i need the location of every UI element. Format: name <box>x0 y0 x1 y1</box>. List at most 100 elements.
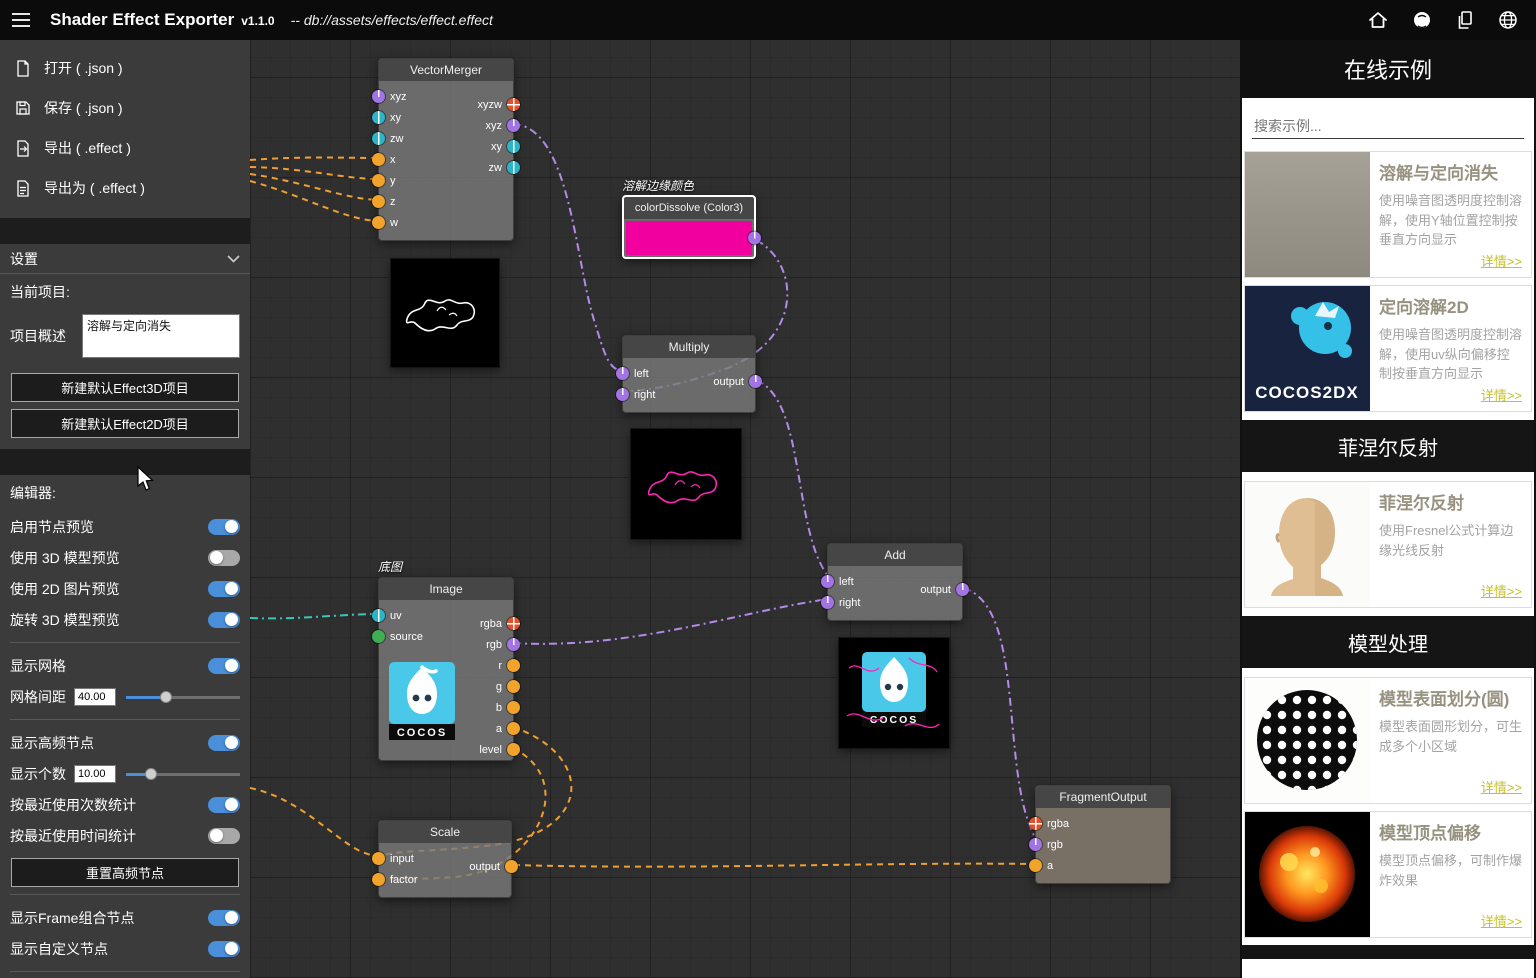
port-in-left[interactable] <box>616 367 629 380</box>
example-thumbnail-dotted-sphere[interactable] <box>1245 678 1370 803</box>
show-count-slider[interactable] <box>126 767 240 781</box>
wire-edge-to-scale-input[interactable] <box>250 788 378 857</box>
export-as-effect-button[interactable]: 导出为 ( .effect ) <box>0 168 250 208</box>
port-in-zw[interactable] <box>372 132 385 145</box>
example-card[interactable]: 模型表面划分(圆) 模型表面圆形划分，可生成多个小区域 详情>> <box>1244 677 1532 804</box>
globe-icon[interactable] <box>1498 10 1518 30</box>
open-json-button[interactable]: 打开 ( .json ) <box>0 48 250 88</box>
example-details-link[interactable]: 详情>> <box>1481 581 1522 600</box>
port-out-b[interactable] <box>507 701 520 714</box>
port-out-output[interactable] <box>749 375 762 388</box>
node-canvas[interactable]: VectorMerger xyz xy zw x y z w xyzw xyz … <box>250 40 1240 978</box>
github-icon[interactable] <box>1412 10 1432 30</box>
wire-edge-to-vm-z[interactable] <box>250 174 378 200</box>
wire-multiply-to-add-left[interactable] <box>756 380 828 576</box>
new-effect2d-button[interactable]: 新建默认Effect2D项目 <box>11 409 239 438</box>
show-frame-nodes-toggle[interactable] <box>208 910 240 926</box>
node-title-scale[interactable]: Scale <box>379 821 511 843</box>
node-add[interactable]: Add left right output <box>827 543 963 621</box>
search-input[interactable] <box>1252 114 1524 139</box>
port-in-xy[interactable] <box>372 111 385 124</box>
port-out-color[interactable] <box>748 232 761 245</box>
example-thumbnail-fireball[interactable] <box>1245 812 1370 937</box>
port-out-zw[interactable] <box>507 161 520 174</box>
show-custom-nodes-toggle[interactable] <box>208 941 240 957</box>
section-header-model[interactable]: 模型处理 <box>1242 616 1534 668</box>
show-hot-nodes-toggle[interactable] <box>208 735 240 751</box>
node-fragmentoutput[interactable]: FragmentOutput rgba rgb a <box>1035 785 1171 884</box>
wire-edge-to-image-uv[interactable] <box>250 614 378 618</box>
example-thumbnail-cocos2dx[interactable]: COCOS2DX <box>1245 286 1370 411</box>
stat-by-time-toggle[interactable] <box>208 828 240 844</box>
port-in-a[interactable] <box>1029 859 1042 872</box>
reset-hot-nodes-button[interactable]: 重置高频节点 <box>11 858 239 887</box>
node-vectormerger[interactable]: VectorMerger xyz xy zw x y z w xyzw xyz … <box>378 58 514 241</box>
example-thumbnail-fresnel-head[interactable] <box>1245 482 1370 607</box>
wire-edge-to-vm-w[interactable] <box>250 181 378 221</box>
node-title-colordissolve[interactable]: colorDissolve (Color3) <box>624 197 754 219</box>
wire-add-to-fragment-rgb[interactable] <box>963 588 1037 841</box>
port-out-rgba[interactable] <box>507 617 520 630</box>
show-count-input[interactable] <box>74 765 116 783</box>
example-details-link[interactable]: 详情>> <box>1481 777 1522 796</box>
port-out-a[interactable] <box>507 722 520 735</box>
port-in-rgba[interactable] <box>1029 817 1042 830</box>
copy-icon[interactable] <box>1456 10 1474 30</box>
wire-edge-to-vm-x[interactable] <box>250 158 378 161</box>
wire-image-rgb-to-add-right[interactable] <box>513 599 828 644</box>
project-desc-input[interactable]: 溶解与定向消失 <box>82 314 240 358</box>
port-in-rgb[interactable] <box>1029 838 1042 851</box>
node-scale[interactable]: Scale input factor output <box>378 820 512 898</box>
example-thumbnail-dissolve[interactable] <box>1245 152 1370 277</box>
wire-edge-to-vm-y[interactable] <box>250 167 378 179</box>
node-title-image[interactable]: Image <box>379 578 513 600</box>
port-in-xyz[interactable] <box>372 90 385 103</box>
node-title-add[interactable]: Add <box>828 544 962 566</box>
node-title-multiply[interactable]: Multiply <box>623 336 755 358</box>
node-preview-toggle[interactable] <box>208 519 240 535</box>
port-in-factor[interactable] <box>372 873 385 886</box>
export-effect-button[interactable]: 导出 ( .effect ) <box>0 128 250 168</box>
port-in-right[interactable] <box>821 596 834 609</box>
node-colordissolve[interactable]: colorDissolve (Color3) <box>622 195 756 259</box>
port-in-input[interactable] <box>372 852 385 865</box>
new-effect3d-button[interactable]: 新建默认Effect3D项目 <box>11 373 239 402</box>
port-in-y[interactable] <box>372 174 385 187</box>
port-in-uv[interactable] <box>372 609 385 622</box>
rotate-3d-preview-toggle[interactable] <box>208 612 240 628</box>
example-card[interactable]: COCOS2DX 定向溶解2D 使用噪音图透明度控制溶解，使用uv纵向偏移控制按… <box>1244 285 1532 412</box>
port-in-w[interactable] <box>372 216 385 229</box>
port-out-output[interactable] <box>956 583 969 596</box>
menu-icon[interactable] <box>0 0 42 40</box>
port-in-z[interactable] <box>372 195 385 208</box>
example-card[interactable]: 模型顶点偏移 模型顶点偏移，可制作爆炸效果 详情>> <box>1244 811 1532 938</box>
use-3d-preview-toggle[interactable] <box>208 550 240 566</box>
node-title-vectormerger[interactable]: VectorMerger <box>379 59 513 81</box>
example-card[interactable]: 溶解与定向消失 使用噪音图透明度控制溶解，使用Y轴位置控制按垂直方向显示 详情>… <box>1244 151 1532 278</box>
port-in-left[interactable] <box>821 575 834 588</box>
port-out-g[interactable] <box>507 680 520 693</box>
wire-scale-to-fragment-a[interactable] <box>514 864 1036 867</box>
grid-spacing-input[interactable] <box>74 688 116 706</box>
grid-spacing-slider[interactable] <box>126 690 240 704</box>
section-header-fresnel[interactable]: 菲涅尔反射 <box>1242 420 1534 472</box>
port-in-right[interactable] <box>616 388 629 401</box>
use-2d-preview-toggle[interactable] <box>208 581 240 597</box>
port-in-x[interactable] <box>372 153 385 166</box>
wire-vm-xyz-to-multiply-left[interactable] <box>513 124 624 371</box>
show-grid-toggle[interactable] <box>208 658 240 674</box>
save-json-button[interactable]: 保存 ( .json ) <box>0 88 250 128</box>
stat-by-count-toggle[interactable] <box>208 797 240 813</box>
home-icon[interactable] <box>1368 11 1388 29</box>
port-out-output[interactable] <box>505 860 518 873</box>
example-details-link[interactable]: 详情>> <box>1481 251 1522 270</box>
port-in-source[interactable] <box>372 630 385 643</box>
port-out-xy[interactable] <box>507 140 520 153</box>
settings-header[interactable]: 设置 <box>0 244 250 274</box>
port-out-xyz[interactable] <box>507 119 520 132</box>
port-out-xyzw[interactable] <box>507 98 520 111</box>
port-out-r[interactable] <box>507 659 520 672</box>
node-image[interactable]: Image uv source rgba rgb r g b a level <box>378 577 514 761</box>
node-title-fragmentoutput[interactable]: FragmentOutput <box>1036 786 1170 808</box>
color-swatch[interactable] <box>626 221 752 255</box>
